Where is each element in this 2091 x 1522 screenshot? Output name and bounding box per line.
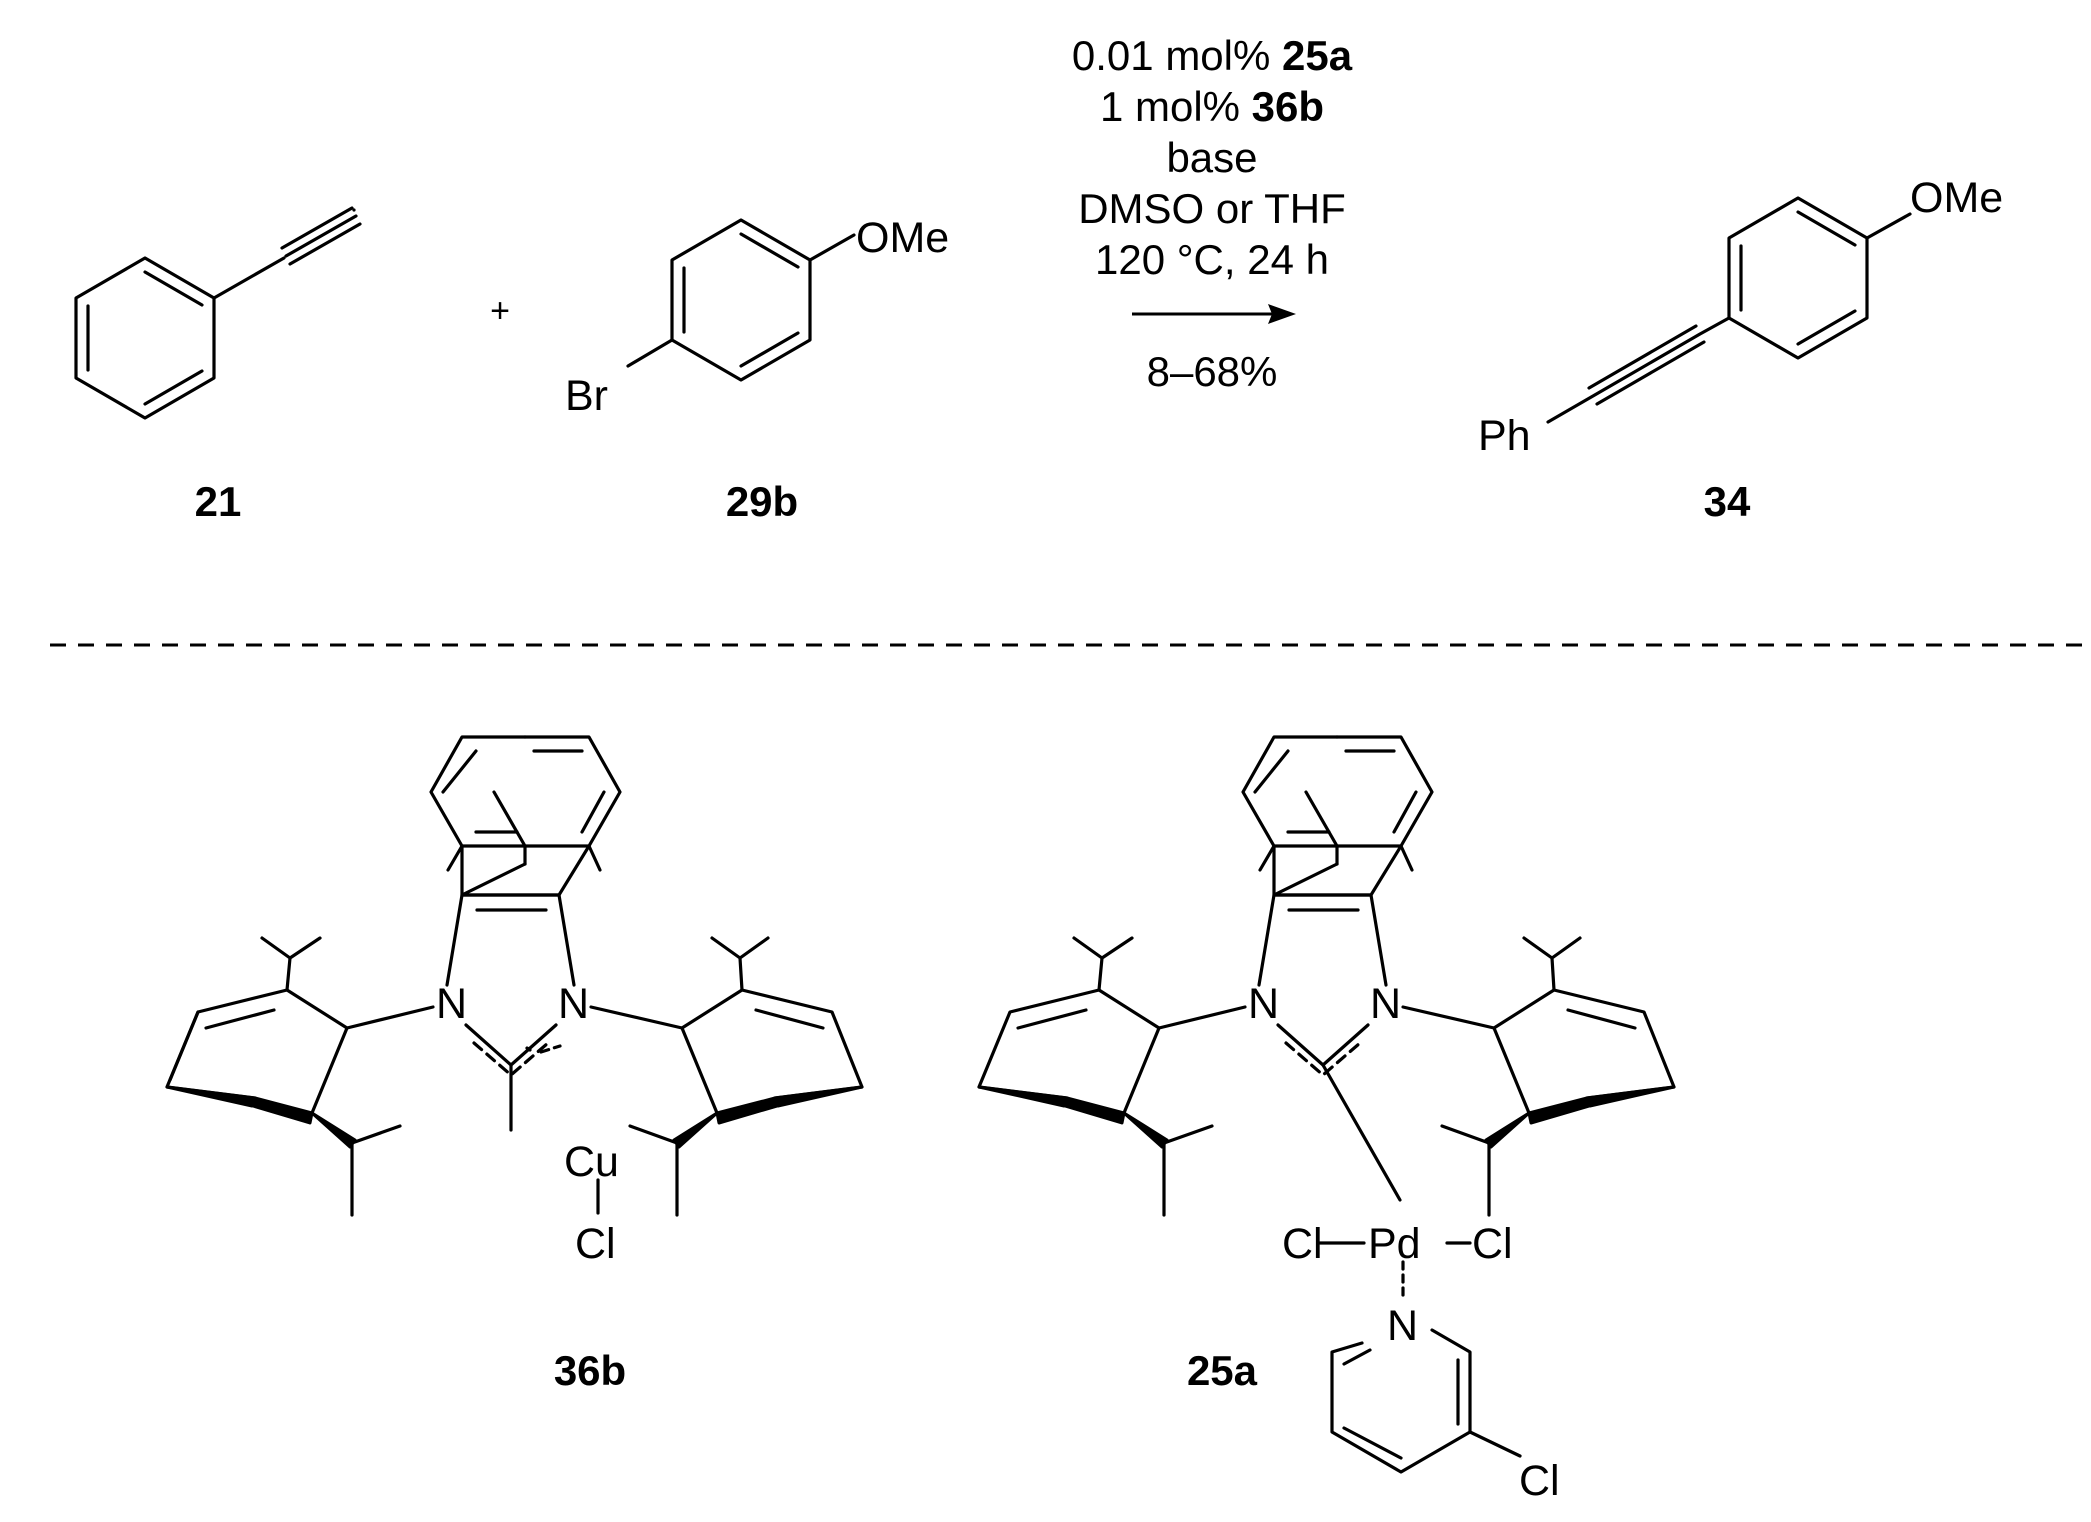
condition-temperature-time: 120 °C, 24 h [1095, 236, 1329, 283]
condition-solvent: DMSO or THF [1078, 185, 1346, 232]
plus-sign: + [490, 292, 510, 330]
compound-label-34: 34 [1704, 478, 1751, 525]
molecule-25a-pd-peppsi [977, 735, 1676, 1474]
atom-label-n-pyridine: N [1387, 1302, 1418, 1350]
atom-label-ome-34: OMe [1910, 174, 2003, 222]
atom-label-pd: Pd [1368, 1220, 1421, 1268]
atom-label-n-left-25a: N [1248, 980, 1279, 1028]
compound-label-25a: 25a [1187, 1347, 1258, 1394]
compound-label-29b: 29b [726, 478, 798, 525]
molecule-21-phenylacetylene [74, 206, 362, 420]
molecule-29b-4-bromoanisole [626, 218, 856, 382]
atom-label-cl-pd-right: Cl [1472, 1220, 1513, 1268]
atom-label-br: Br [565, 372, 608, 420]
atom-label-n-right-36b: N [558, 980, 589, 1028]
atom-label-n-right-25a: N [1370, 980, 1401, 1028]
atom-label-ph: Ph [1478, 412, 1531, 460]
condition-yield: 8–68% [1147, 348, 1278, 395]
atom-label-cl-pd-left: Cl [1282, 1220, 1323, 1268]
compound-label-36b: 36b [554, 1347, 626, 1394]
condition-catalyst-cu: 1 mol% 36b [1100, 83, 1324, 130]
atom-label-cu: Cu [564, 1138, 619, 1186]
compound-label-21: 21 [195, 478, 242, 525]
molecule-36b-cu-nhc [165, 735, 864, 1217]
condition-catalyst-pd: 0.01 mol% 25a [1072, 32, 1353, 79]
atom-label-ome-29b: OMe [856, 214, 949, 262]
condition-base: base [1166, 134, 1257, 181]
atom-label-cl-pyridine: Cl [1519, 1457, 1560, 1505]
atom-label-cl-36b: Cl [575, 1220, 616, 1268]
reaction-arrow-head [1268, 304, 1296, 324]
molecule-34-product [1546, 196, 1912, 424]
atom-label-n-left-36b: N [436, 980, 467, 1028]
reaction-conditions: 0.01 mol% 25a 1 mol% 36b base DMSO or TH… [1072, 32, 1353, 395]
